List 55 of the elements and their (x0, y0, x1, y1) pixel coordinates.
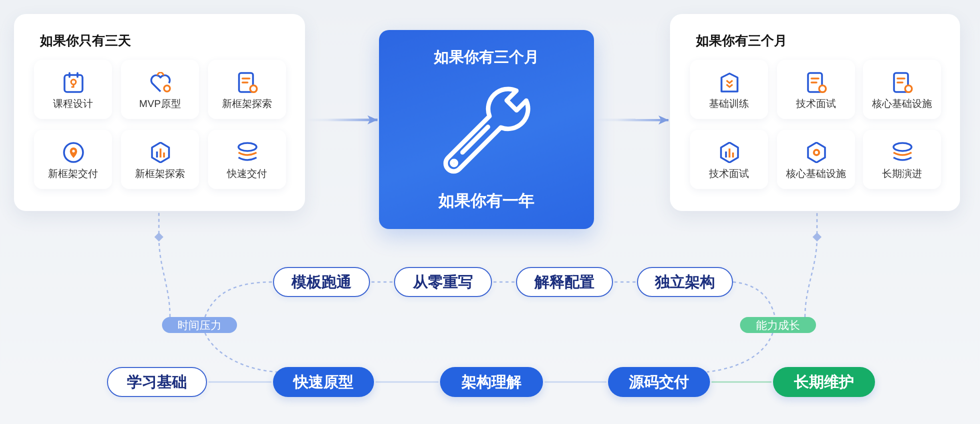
connector-line (544, 381, 606, 383)
feature-card (34, 130, 112, 189)
tool-card (379, 30, 594, 229)
dashed-connector (158, 212, 171, 318)
step-pill: 学习基础 (107, 367, 207, 397)
feature-card (690, 60, 768, 119)
item-label: 核心基础设施 (785, 168, 847, 181)
item-label: 快速交付 (226, 168, 268, 181)
subheading: 如果你有一年 (437, 192, 536, 212)
feature-card (121, 130, 199, 189)
item-label: 技术面试 (708, 168, 750, 181)
dashed-connector (706, 332, 774, 373)
item-label: 长期演进 (881, 168, 923, 181)
dashed-connector (804, 212, 818, 318)
feature-card (121, 60, 199, 119)
item-label: MVP原型 (138, 98, 182, 111)
feature-card (777, 130, 855, 189)
panel-title: 如果你只有三天 (40, 33, 131, 49)
heading: 如果你有三个月 (432, 48, 540, 68)
item-label: 基础训练 (708, 98, 750, 111)
step-pill: 源码交付 (608, 367, 710, 397)
panel (670, 14, 960, 211)
item-label: 新框架探索 (221, 98, 273, 111)
panel-title: 如果你有三个月 (696, 33, 787, 49)
dashed-connector (372, 281, 392, 283)
item-label: 核心基础设施 (871, 98, 933, 111)
dashed-connector (204, 332, 278, 373)
feature-card (863, 130, 941, 189)
step-pill: 架构理解 (440, 367, 543, 397)
item-label: 技术面试 (795, 98, 837, 111)
feature-card (690, 130, 768, 189)
item-label: 新框架交付 (47, 168, 99, 181)
item-label: 新框架探索 (134, 168, 186, 181)
item-label: 课程设计 (52, 98, 94, 111)
feature-card (777, 60, 855, 119)
tag-badge: 能力成长 (740, 317, 816, 333)
feature-card (34, 60, 112, 119)
connector-line (712, 381, 772, 383)
step-pill: 解释配置 (516, 267, 613, 297)
tag-badge: 时间压力 (162, 317, 237, 333)
step-pill: 独立架构 (637, 267, 733, 297)
step-pill: 模板跑通 (273, 267, 370, 297)
step-pill: 从零重写 (394, 267, 492, 297)
dashed-connector (204, 281, 274, 318)
connector-line (376, 381, 438, 383)
feature-card (863, 60, 941, 119)
feature-card (208, 60, 286, 119)
step-pill: 长期维护 (773, 367, 875, 397)
step-pill: 快速原型 (273, 367, 374, 397)
dashed-connector (614, 281, 636, 283)
dashed-connector (732, 281, 776, 318)
feature-card (208, 130, 286, 189)
dashed-connector (494, 281, 514, 283)
panel (14, 14, 305, 211)
connector-line (208, 381, 272, 383)
